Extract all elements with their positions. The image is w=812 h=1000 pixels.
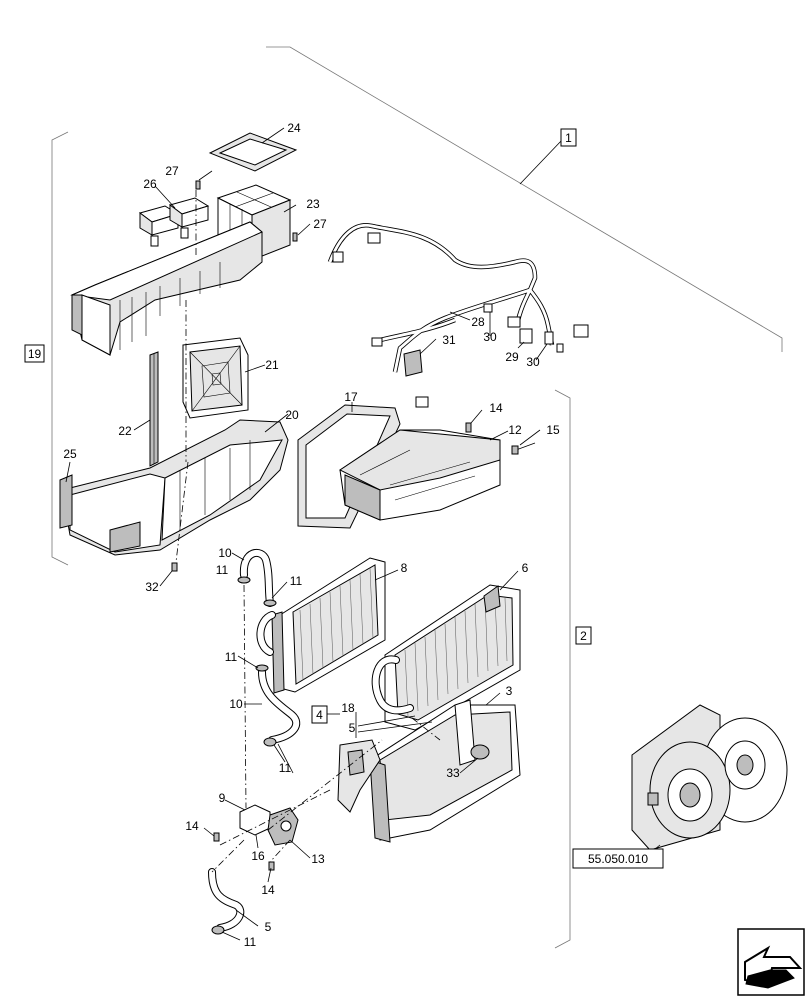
expansion-valve-part-18	[337, 739, 381, 813]
svg-text:18: 18	[341, 701, 355, 715]
svg-text:55.050.010: 55.050.010	[588, 852, 648, 866]
door-part-25	[59, 474, 73, 529]
part-labels: 24 27 26 23 27 28 30 31 29 30 21 22 20 2…	[63, 121, 560, 949]
cross-reference-box[interactable]: 55.050.010	[572, 848, 664, 869]
svg-text:3: 3	[506, 684, 513, 698]
assembly-2-bracket	[554, 389, 571, 949]
svg-text:21: 21	[265, 358, 279, 372]
assembly-ref-1: 1	[560, 128, 577, 147]
heater-core-pipes	[256, 611, 276, 656]
arrow-icon[interactable]	[737, 928, 805, 996]
svg-text:22: 22	[118, 424, 132, 438]
assembly-19-bracket	[51, 131, 69, 566]
svg-text:11: 11	[279, 761, 292, 775]
svg-text:10: 10	[218, 546, 232, 560]
svg-text:20: 20	[285, 408, 299, 422]
screw-part-15	[511, 442, 536, 455]
upper-air-duct-part-19	[70, 221, 263, 356]
assembly-ref-4: 4	[311, 705, 328, 724]
svg-text:1: 1	[565, 131, 572, 145]
svg-text:12: 12	[508, 423, 522, 437]
assembly-ref-2: 2	[575, 626, 592, 645]
screw-part-27	[195, 180, 298, 242]
hose-part-9	[239, 548, 274, 607]
svg-text:10: 10	[229, 697, 243, 711]
assembly-1-bracket	[266, 46, 783, 352]
screw-part-14-top	[465, 422, 472, 433]
svg-text:14: 14	[261, 883, 275, 897]
water-valve-part-8	[239, 804, 299, 846]
svg-text:11: 11	[244, 935, 257, 949]
hose-part-10-lower	[208, 868, 245, 935]
svg-text:11: 11	[290, 574, 303, 588]
seal-strip-part-22	[149, 351, 159, 467]
svg-text:33: 33	[446, 766, 460, 780]
actuator-part-26	[138, 197, 210, 247]
svg-text:11: 11	[216, 563, 229, 577]
lower-housing-part-20	[61, 419, 289, 556]
svg-text:6: 6	[522, 561, 529, 575]
svg-text:31: 31	[442, 333, 456, 347]
alignment-lines-upper	[175, 190, 197, 563]
lower-tray-part-3	[369, 699, 521, 843]
svg-text:23: 23	[306, 197, 320, 211]
svg-text:2: 2	[580, 629, 587, 643]
svg-text:13: 13	[311, 852, 325, 866]
svg-text:19: 19	[28, 347, 42, 361]
svg-text:11: 11	[225, 650, 238, 664]
svg-text:26: 26	[143, 177, 157, 191]
svg-text:29: 29	[505, 350, 519, 364]
svg-text:14: 14	[185, 819, 199, 833]
svg-text:5: 5	[349, 721, 356, 735]
air-filter-part-21	[182, 337, 249, 419]
leader-lines	[65, 127, 548, 941]
svg-text:9: 9	[219, 791, 226, 805]
svg-text:25: 25	[63, 447, 77, 461]
svg-text:30: 30	[483, 330, 497, 344]
svg-text:5: 5	[265, 920, 272, 934]
svg-text:28: 28	[471, 315, 485, 329]
screw-part-14-lower	[213, 832, 275, 871]
svg-text:16: 16	[251, 849, 265, 863]
svg-text:15: 15	[546, 423, 560, 437]
heater-core-part-7	[271, 557, 386, 694]
svg-text:14: 14	[489, 401, 503, 415]
assembly-ref-19: 19	[24, 344, 45, 363]
svg-text:4: 4	[316, 708, 323, 722]
wiring-harness-part-28	[327, 223, 589, 408]
hose-clamps-part-11	[237, 576, 277, 672]
svg-text:30: 30	[526, 355, 540, 369]
svg-text:24: 24	[287, 121, 301, 135]
evaporator-part-6	[371, 584, 521, 731]
cover-part-12	[339, 429, 501, 521]
alignment-lines-lower	[211, 584, 441, 873]
svg-text:27: 27	[313, 217, 327, 231]
svg-text:32: 32	[145, 580, 159, 594]
svg-text:8: 8	[401, 561, 408, 575]
svg-text:17: 17	[344, 390, 358, 404]
seal-frame-part-24	[208, 132, 298, 172]
blower-reference-image	[631, 704, 788, 859]
screw-part-32	[171, 562, 178, 572]
svg-text:27: 27	[165, 164, 179, 178]
hose-part-10-upper	[258, 668, 301, 747]
